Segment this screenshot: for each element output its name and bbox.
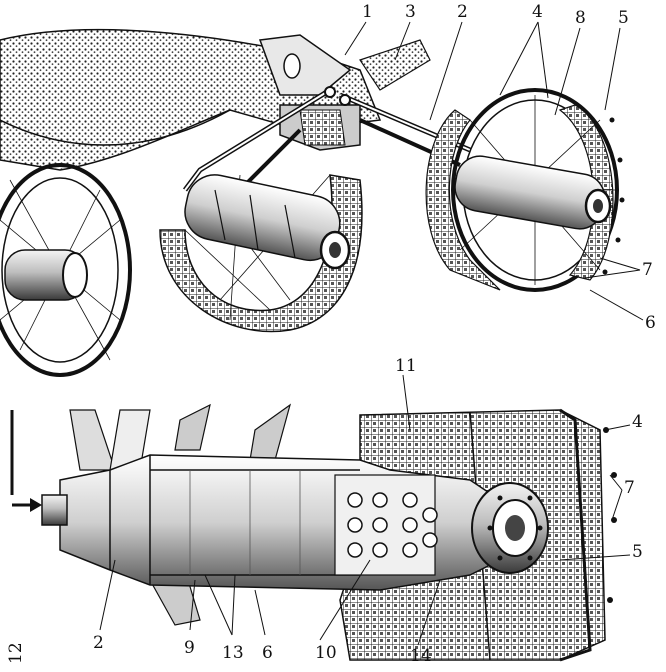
callout-bottom-2: 2 xyxy=(93,633,104,653)
callout-bottom-5: 5 xyxy=(632,542,643,562)
callout-bottom-9: 9 xyxy=(184,638,195,658)
callout-bottom-10: 10 xyxy=(315,643,337,663)
callout-bottom-14: 14 xyxy=(410,646,432,666)
callout-bottom-11: 11 xyxy=(395,356,417,376)
top-center-wheel xyxy=(159,174,363,333)
callout-top-1: 1 xyxy=(362,2,373,22)
callout-bottom-12: 12 xyxy=(6,642,26,664)
callout-bottom-6: 6 xyxy=(262,643,273,663)
bottom-figure-wheel-drive-unit xyxy=(10,403,617,662)
top-leader-lines xyxy=(344,21,644,321)
callout-top-6: 6 xyxy=(645,313,656,333)
callout-top-2: 2 xyxy=(457,2,468,22)
top-right-wheel xyxy=(425,88,625,292)
callout-top-7: 7 xyxy=(642,260,653,280)
callout-top-8: 8 xyxy=(575,8,586,28)
callout-bottom-7: 7 xyxy=(624,478,635,498)
callout-bottom-13: 13 xyxy=(222,643,244,663)
top-left-wheel xyxy=(0,163,132,377)
callout-bottom-4: 4 xyxy=(632,412,643,432)
top-figure-rover-chassis xyxy=(0,28,471,202)
bottom-leader-lines xyxy=(99,374,631,646)
callout-top-5: 5 xyxy=(618,8,629,28)
callout-top-3: 3 xyxy=(405,2,416,22)
callout-top-4: 4 xyxy=(532,2,543,22)
